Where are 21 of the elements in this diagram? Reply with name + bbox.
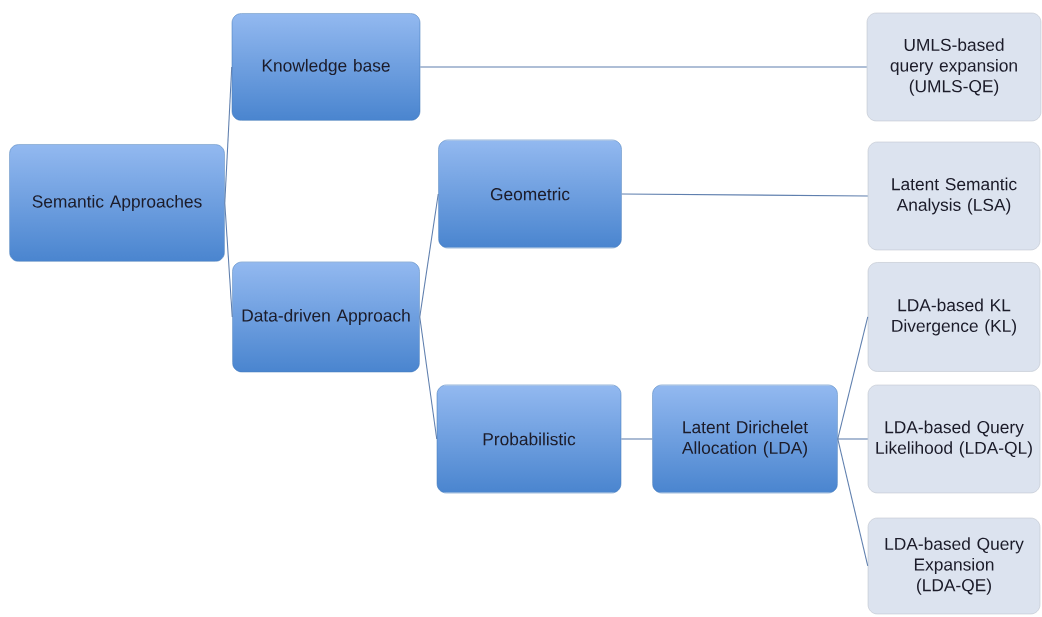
- connector-line: [419, 193, 439, 318]
- category-box: Data-driven Approach: [232, 261, 420, 373]
- connector-line: [419, 66, 868, 68]
- connector-line: [224, 202, 233, 318]
- connector-line: [224, 66, 233, 204]
- method-box: LDA-based KL Divergence (KL): [867, 262, 1041, 372]
- method-box: Latent Semantic Analysis (LSA): [867, 141, 1041, 251]
- connector-line: [837, 438, 869, 567]
- method-box: LDA-based Query Expansion (LDA-QE): [867, 517, 1041, 615]
- category-box: Probabilistic: [436, 384, 622, 494]
- category-box: Latent Dirichelet Allocation (LDA): [652, 384, 838, 494]
- method-box: UMLS-based query expansion (UMLS-QE): [866, 12, 1042, 122]
- category-box: Semantic Approaches: [9, 144, 225, 262]
- connector-line: [837, 438, 869, 440]
- connector-line: [419, 316, 438, 440]
- connector-line: [837, 316, 869, 440]
- connector-line: [620, 438, 653, 440]
- connector-line: [621, 193, 869, 197]
- method-box: LDA-based Query Likelihood (LDA-QL): [867, 384, 1041, 494]
- category-box: Knowledge base: [231, 13, 421, 121]
- category-box: Geometric: [438, 139, 622, 249]
